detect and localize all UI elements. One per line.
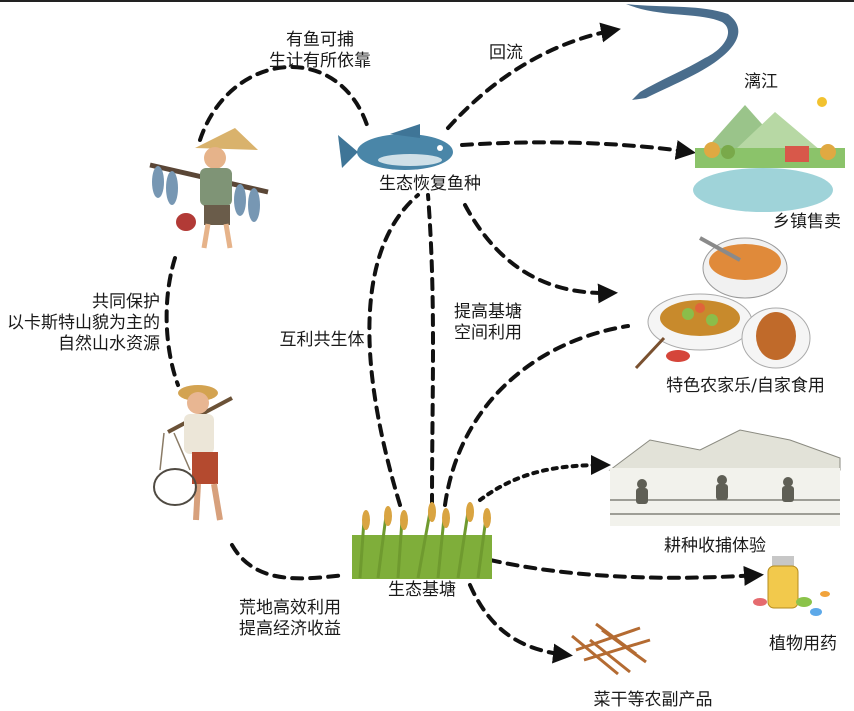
arrow-to-farming bbox=[478, 455, 611, 502]
dried-products-label: 菜干等农副产品 bbox=[593, 690, 713, 710]
arrow-to-river bbox=[446, 22, 621, 130]
edge-label-fish-river: 回流 bbox=[489, 43, 523, 63]
edge-label-protect-3: 自然山水资源 bbox=[58, 334, 160, 354]
edge-label-pond-fish-1: 提高基塘 bbox=[454, 302, 522, 322]
edge-label-farmer-pond-1: 荒地高效利用 bbox=[239, 598, 341, 618]
arrow-to-medicine bbox=[488, 558, 764, 586]
arrow-pond-fish-2 bbox=[426, 193, 435, 507]
arrow-fisher-farmer bbox=[164, 256, 180, 387]
fish-label: 生态恢复鱼种 bbox=[379, 174, 481, 194]
arrow-to-town bbox=[460, 140, 696, 160]
food-label: 特色农家乐/自家食用 bbox=[666, 376, 825, 396]
edge-label-fisher-fish-2: 生计有所依靠 bbox=[269, 51, 371, 71]
river-icon bbox=[626, 4, 739, 100]
edge-label-fisher-fish-1: 有鱼可捕 bbox=[286, 30, 354, 50]
town-label: 乡镇售卖 bbox=[773, 212, 841, 232]
food-dishes-icon bbox=[634, 236, 811, 370]
rice-grass-icon bbox=[352, 502, 492, 579]
pond-label: 生态基塘 bbox=[388, 580, 456, 600]
edge-label-protect-2: 以卡斯特山貌为主的 bbox=[7, 313, 160, 333]
arrow-fisher-fish bbox=[198, 65, 370, 142]
center-label: 互利共生体 bbox=[279, 330, 365, 350]
arrow-to-dried bbox=[468, 583, 573, 664]
arrow-pond-fish bbox=[367, 193, 420, 507]
fish-icon bbox=[338, 124, 453, 170]
edge-label-protect-1: 共同保护 bbox=[92, 292, 160, 312]
edge-label-pond-fish-2: 空间利用 bbox=[454, 323, 522, 343]
river-label: 漓江 bbox=[744, 72, 778, 92]
farming-scene-icon bbox=[608, 429, 841, 526]
town-landscape-icon bbox=[693, 97, 845, 212]
medicine-label: 植物用药 bbox=[769, 634, 837, 654]
edge-label-farmer-pond-2: 提高经济收益 bbox=[239, 619, 341, 639]
arrow-pond-to-food bbox=[443, 324, 630, 507]
farmer-with-basket-icon bbox=[153, 385, 233, 521]
arrow-to-food bbox=[463, 203, 618, 304]
arrow-farmer-pond bbox=[230, 543, 347, 581]
fisherman-with-fish-icon bbox=[149, 128, 269, 249]
dried-vegetables-icon bbox=[571, 622, 651, 676]
farming-experience-label: 耕种收捕体验 bbox=[664, 536, 766, 556]
medicine-bottle-icon bbox=[753, 556, 830, 616]
